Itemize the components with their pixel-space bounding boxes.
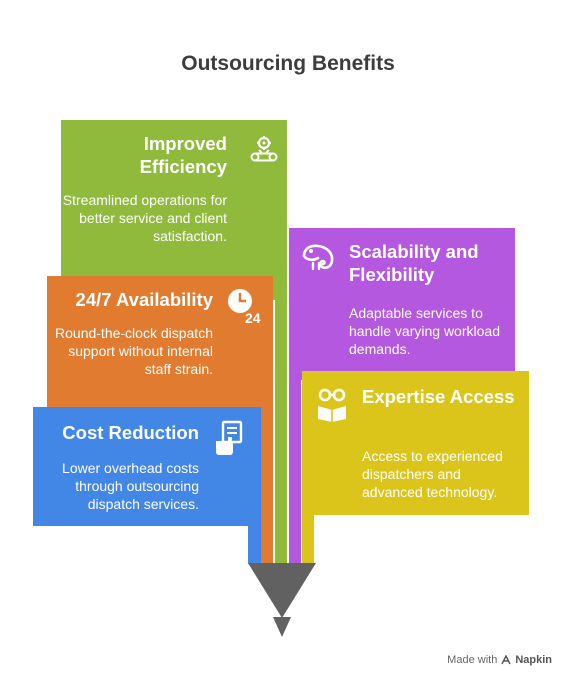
benefit-heading: Scalability and Flexibility <box>349 241 479 285</box>
chameleon-icon <box>302 244 334 271</box>
benefit-card-expertise-access: Expertise Access Access to experienced d… <box>302 371 529 515</box>
benefit-description: Round-the-clock dispatch support without… <box>55 325 213 377</box>
diagram-title: Outsourcing Benefits <box>181 52 395 75</box>
benefit-heading: Expertise Access <box>362 386 515 407</box>
benefit-description: Lower overhead costs through outsourcing… <box>62 460 199 512</box>
benefit-card-scalability-flexibility: Scalability and Flexibility Adaptable se… <box>289 228 515 380</box>
svg-text:24: 24 <box>245 310 261 326</box>
stem-orange <box>261 440 273 564</box>
benefit-description: Streamlined operations for better servic… <box>62 192 227 244</box>
benefit-heading: 24/7 Availability <box>75 289 213 310</box>
hand-receipt-icon <box>216 420 243 455</box>
benefit-heading: Cost Reduction <box>62 422 199 443</box>
benefit-card-cost-reduction: Cost Reduction Lower overhead costs thro… <box>33 407 261 526</box>
benefit-heading: Improved Efficiency <box>139 133 227 177</box>
stem-green <box>275 300 287 564</box>
reader-glasses-icon <box>318 388 346 422</box>
footer-brand: Napkin <box>515 654 552 666</box>
stem-blue <box>248 526 261 564</box>
gear-conveyor-icon <box>250 136 278 162</box>
napkin-logo-icon <box>501 655 511 665</box>
footer-branding: Made with Napkin <box>447 654 552 666</box>
clock-24-icon: 24 <box>228 289 261 326</box>
benefit-description: Access to experienced dispatchers and ad… <box>362 448 503 500</box>
benefit-card-improved-efficiency: Improved Efficiency Streamlined operatio… <box>61 120 287 300</box>
benefit-description: Adaptable services to handle varying wor… <box>349 305 500 357</box>
stem-yellow <box>302 500 314 564</box>
footer-prefix: Made with <box>447 654 498 666</box>
funnel-shape <box>248 563 316 637</box>
stem-purple <box>289 380 301 564</box>
